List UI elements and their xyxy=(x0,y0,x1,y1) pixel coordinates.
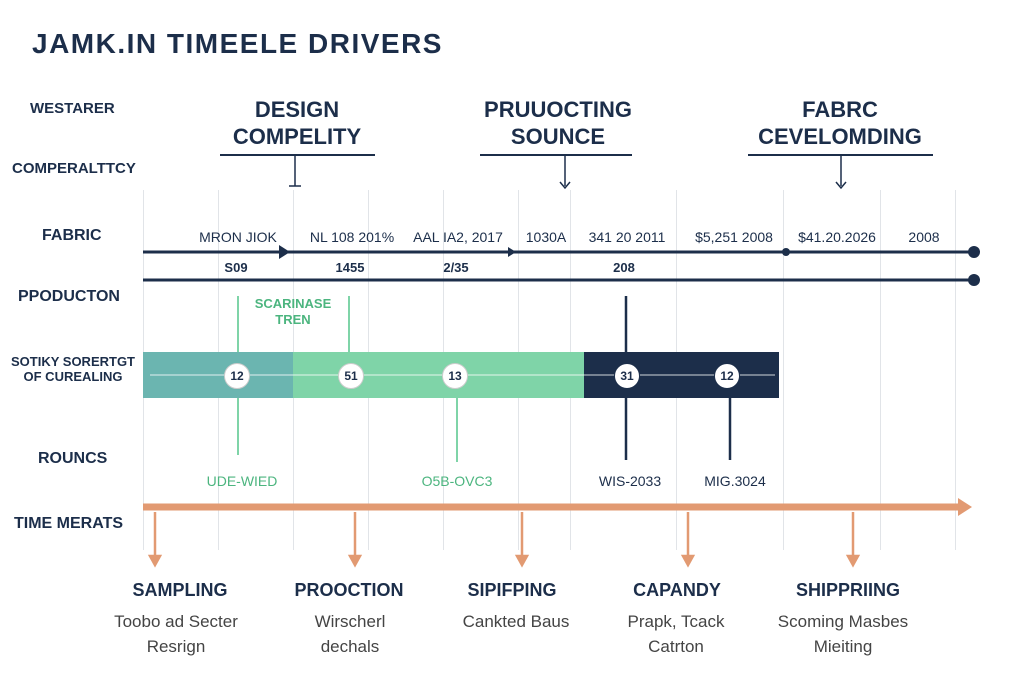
fabric-label: 341 20 2011 xyxy=(588,229,666,245)
production-label-line1: SCARINASE xyxy=(254,296,332,311)
band-marker: 31 xyxy=(614,363,640,389)
stage-subtitle: Scoming Masbes Mieiting xyxy=(777,612,909,656)
grid-line xyxy=(783,190,784,550)
phase-rule xyxy=(480,154,632,156)
fabric-label: $5,251 2008 xyxy=(695,229,773,245)
rounds-label: WIS-2033 xyxy=(598,473,662,489)
phase-line1: FABRC xyxy=(802,97,878,122)
fabric-sub-label: 1455 xyxy=(335,260,365,275)
row-label-production: PPODUCTON xyxy=(18,288,120,305)
timeline-arrow-marker xyxy=(279,245,290,259)
band-marker: 13 xyxy=(442,363,468,389)
phase-line1: PRUUOCTING xyxy=(484,97,632,122)
fabric-label: AAL IA2, 2017 xyxy=(413,229,503,245)
stage-subtitle: Wirscherl dechals xyxy=(314,612,386,656)
stage-drop-head xyxy=(845,554,861,568)
fabric-sub-label: 2/35 xyxy=(443,260,469,275)
stage-title: CAPANDY xyxy=(633,580,721,600)
fabric-label: MRON JIOK xyxy=(199,229,277,245)
phase-connector-arrow xyxy=(559,181,571,190)
grid-line xyxy=(955,190,956,550)
row-label-westarer: WESTARER xyxy=(30,100,115,117)
stage-title: SAMPLING xyxy=(132,580,228,600)
production-label-line2: TREN xyxy=(275,312,311,327)
stage-subtitle: Prapk, Tcack Catrton xyxy=(627,612,725,656)
band-marker: 51 xyxy=(338,363,364,389)
phase-header: PRUUOCTING SOUNCE xyxy=(484,96,632,150)
stage-drop-head xyxy=(347,554,363,568)
phase-rule xyxy=(748,154,933,156)
stage-drop-head xyxy=(680,554,696,568)
stage-title: PROOCTION xyxy=(294,580,404,600)
phase-rule xyxy=(220,154,375,156)
row-label-time-merats: TIME MERATS xyxy=(14,515,124,532)
rounds-label: MIG.3024 xyxy=(704,473,766,489)
stage-title: SHIPPRIING xyxy=(795,580,901,600)
row-label-fabric: FABRIC xyxy=(42,227,102,244)
phase-header: DESIGN COMPELITY xyxy=(233,96,361,150)
timeline-end-node xyxy=(968,246,980,258)
fabric-sub-label: S09 xyxy=(224,260,248,275)
phase-header: FABRC CEVELOMDING xyxy=(758,96,922,150)
stage-drop-head xyxy=(514,554,530,568)
production-label: SCARINASE TREN xyxy=(255,296,332,328)
fabric-label: 1030A xyxy=(525,229,567,245)
stage-subtitle: Toobo ad Secter Resrign xyxy=(114,612,238,656)
rounds-label: UDE-WIED xyxy=(206,473,278,489)
row-label-rouncs: ROUNCS xyxy=(38,450,108,467)
diagram-title: JAMK.IN TIMEELE DRIVERS xyxy=(32,28,443,59)
fabric-label: NL 108 201% xyxy=(309,229,395,245)
phase-line1: DESIGN xyxy=(254,97,340,122)
stage-title: SIPIFPING xyxy=(467,580,557,600)
timeline-arrow-marker xyxy=(508,247,516,257)
timeline-node xyxy=(782,248,790,256)
grid-line xyxy=(880,190,881,550)
row-label-sotiky: SOTIKY SORERTGT OF CUREALING xyxy=(11,354,135,384)
phase-line2: COMPELITY xyxy=(232,124,362,149)
fabric-label: $41.20.2026 xyxy=(798,229,876,245)
rounds-label: O5B-OVC3 xyxy=(421,473,493,489)
timeline-end-node xyxy=(968,274,980,286)
time-arrow-head xyxy=(958,498,972,516)
stage-subtitle: Cankted Baus xyxy=(462,612,570,631)
fabric-label: 2008 xyxy=(908,229,940,245)
band-marker: 12 xyxy=(714,363,740,389)
band-marker: 12 xyxy=(224,363,250,389)
fabric-sub-label: 208 xyxy=(613,260,635,275)
row-label-comperalttcy: COMPERALTTCY xyxy=(12,160,136,177)
phase-line2: SOUNCE xyxy=(510,124,606,149)
phase-connector-arrow xyxy=(835,181,847,190)
phase-line2: CEVELOMDING xyxy=(758,124,922,149)
stage-drop-head xyxy=(147,554,163,568)
